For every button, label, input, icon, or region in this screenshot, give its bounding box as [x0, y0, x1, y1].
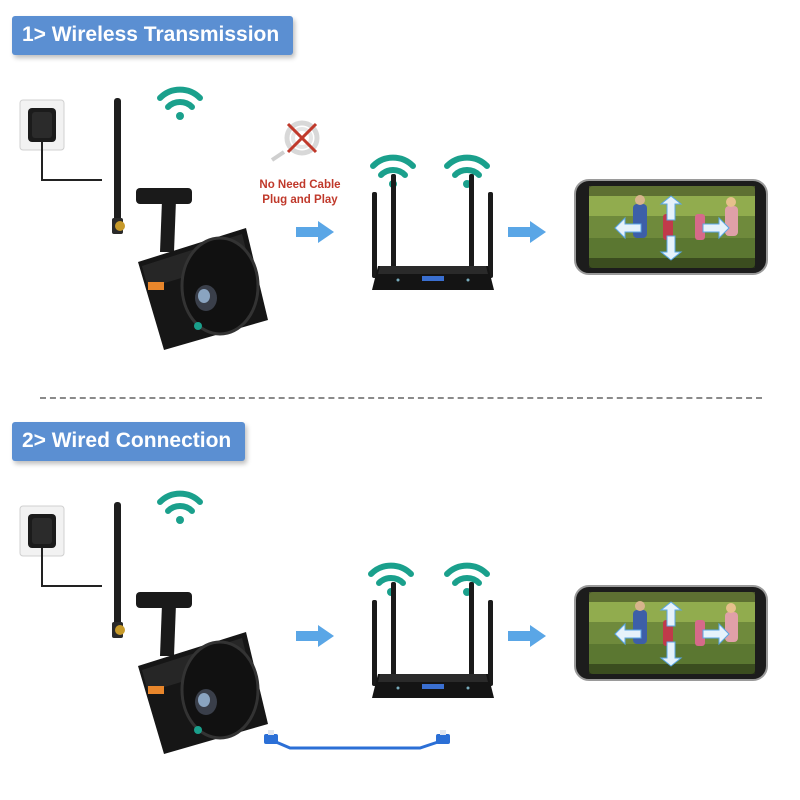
section-divider — [40, 397, 762, 399]
wifi-icon — [160, 494, 200, 524]
wifi-icon — [447, 566, 487, 596]
section-title-wireless: 1> Wireless Transmission — [12, 16, 294, 55]
camera-icon — [110, 500, 270, 756]
no-cable-note: No Need Cable Plug and Play — [250, 178, 350, 208]
power-adapter-icon — [19, 505, 103, 587]
router-icon — [372, 582, 494, 698]
wifi-icon — [160, 90, 200, 120]
power-adapter-icon — [19, 99, 103, 181]
router-icon — [372, 174, 494, 290]
arrow-icon — [296, 625, 334, 647]
arrow-icon — [508, 221, 546, 243]
no-cable-note-line-1: No Need Cable — [259, 179, 341, 191]
no-cable-icon — [270, 120, 320, 162]
camera-icon — [110, 96, 270, 352]
wifi-icon — [447, 158, 487, 188]
no-cable-note-line-2: Plug and Play — [262, 194, 338, 206]
smartphone-icon — [574, 179, 768, 275]
arrow-icon — [296, 221, 334, 243]
section-title-wired: 2> Wired Connection — [12, 422, 246, 461]
arrow-icon — [508, 625, 546, 647]
smartphone-icon — [574, 585, 768, 681]
cable-icon — [264, 730, 450, 750]
